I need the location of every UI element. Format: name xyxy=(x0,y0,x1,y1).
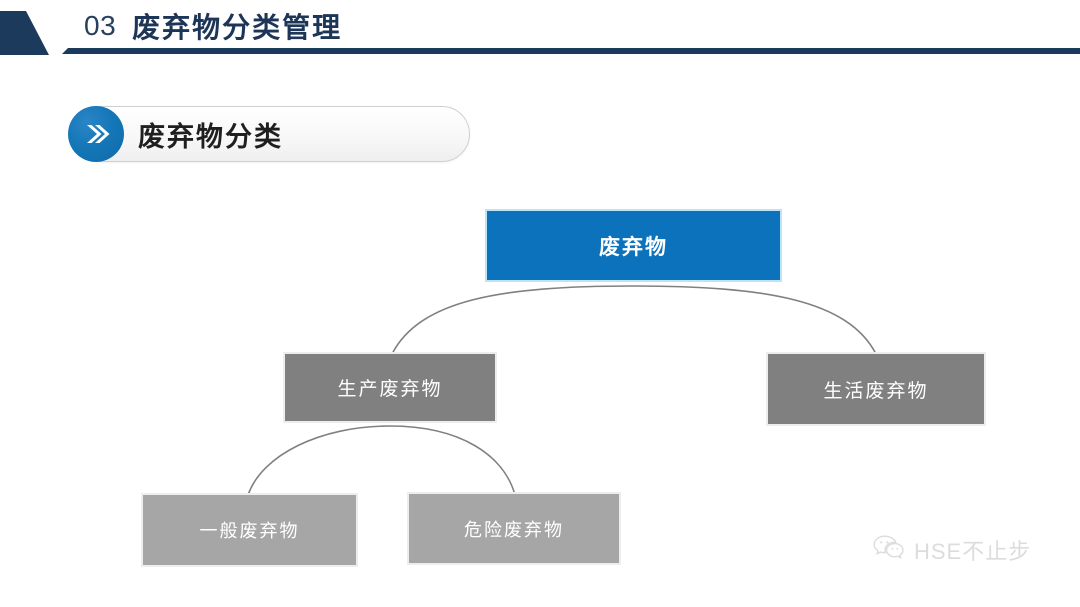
section-title-text: 废弃物分类管理 xyxy=(132,12,343,43)
section-number: 03 xyxy=(84,10,117,41)
diagram-node-production-waste[interactable]: 生产废弃物 xyxy=(283,352,497,423)
double-chevron-right-icon xyxy=(82,120,110,148)
watermark: HSE不止步 xyxy=(872,533,1031,566)
diagram-node-hazardous-waste[interactable]: 危险废弃物 xyxy=(407,492,621,565)
section-pill-background xyxy=(74,106,470,162)
section-heading: 废弃物分类 xyxy=(138,121,283,152)
watermark-text: HSE不止步 xyxy=(914,538,1032,564)
diagram-node-root[interactable]: 废弃物 xyxy=(485,209,782,282)
section-badge xyxy=(68,106,124,162)
diagram-node-domestic-waste[interactable]: 生活废弃物 xyxy=(766,352,986,426)
diagram-node-general-waste[interactable]: 一般废弃物 xyxy=(141,493,358,567)
header-divider-line xyxy=(62,48,1080,54)
wechat-icon xyxy=(872,533,906,566)
page-title: 03 废弃物分类管理 xyxy=(84,5,342,47)
header-accent-shape xyxy=(0,11,49,55)
